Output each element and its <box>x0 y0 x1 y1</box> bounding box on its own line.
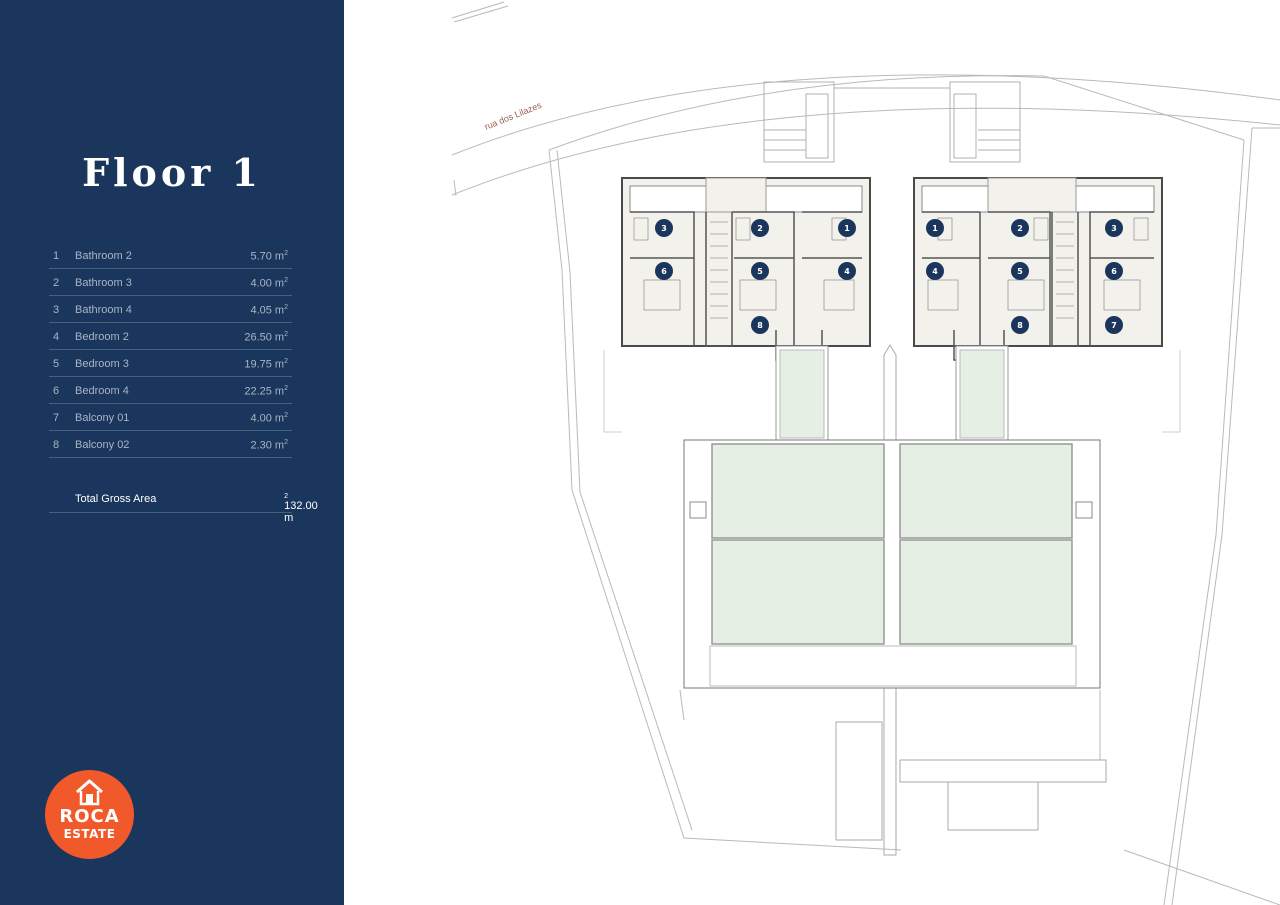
room-number: 5 <box>53 358 60 370</box>
room-name: Bathroom 2 <box>75 250 132 262</box>
room-marker: 5 <box>751 262 769 280</box>
room-marker: 3 <box>655 219 673 237</box>
svg-text:3: 3 <box>661 224 667 233</box>
room-number: 1 <box>53 250 60 262</box>
room-marker: 5 <box>1011 262 1029 280</box>
svg-text:4: 4 <box>844 267 850 276</box>
room-name: Balcony 01 <box>75 412 130 424</box>
floor-title: Floor 1 <box>82 150 262 195</box>
room-name: Bedroom 4 <box>75 385 129 397</box>
room-row: 8 Balcony 02 2.30 m2 <box>49 431 292 458</box>
total-label: Total Gross Area <box>75 493 157 505</box>
room-row: 3 Bathroom 4 4.05 m2 <box>49 296 292 323</box>
room-row: 6 Bedroom 4 22.25 m2 <box>49 377 292 404</box>
room-row: 1 Bathroom 2 5.70 m2 <box>49 242 292 269</box>
room-row: 5 Bedroom 3 19.75 m2 <box>49 350 292 377</box>
room-number: 7 <box>53 412 60 424</box>
room-marker: 7 <box>1105 316 1123 334</box>
room-row: 2 Bathroom 3 4.00 m2 <box>49 269 292 296</box>
room-area: 4.00 m2 <box>250 277 288 290</box>
markers-left: 3 2 1 6 5 4 8 <box>655 219 856 334</box>
svg-text:5: 5 <box>1017 267 1023 276</box>
floor-plan: rua dos Lilazes <box>344 0 1280 905</box>
svg-text:5: 5 <box>757 267 763 276</box>
room-number: 2 <box>53 277 60 289</box>
svg-text:7: 7 <box>1111 321 1117 330</box>
room-area: 19.75 m2 <box>244 358 288 371</box>
room-number: 6 <box>53 385 60 397</box>
logo-text-roca: ROCA <box>59 806 120 827</box>
room-number: 3 <box>53 304 60 316</box>
room-area: 4.00 m2 <box>250 412 288 425</box>
room-name: Balcony 02 <box>75 439 130 451</box>
room-marker: 4 <box>926 262 944 280</box>
room-marker: 8 <box>1011 316 1029 334</box>
svg-text:8: 8 <box>1017 321 1023 330</box>
room-name: Bathroom 4 <box>75 304 132 316</box>
room-marker: 3 <box>1105 219 1123 237</box>
street-label: rua dos Lilazes <box>483 100 543 132</box>
room-name: Bedroom 2 <box>75 331 129 343</box>
svg-text:3: 3 <box>1111 224 1117 233</box>
svg-text:6: 6 <box>661 267 667 276</box>
room-row: 7 Balcony 01 4.00 m2 <box>49 404 292 431</box>
room-marker: 4 <box>838 262 856 280</box>
gardens-and-pools <box>603 345 1181 841</box>
room-marker: 2 <box>751 219 769 237</box>
svg-text:6: 6 <box>1111 267 1117 276</box>
room-row: 4 Bedroom 2 26.50 m2 <box>49 323 292 350</box>
room-marker: 2 <box>1011 219 1029 237</box>
room-list: 1 Bathroom 2 5.70 m2 2 Bathroom 3 4.00 m… <box>49 242 292 458</box>
svg-text:1: 1 <box>844 224 850 233</box>
room-name: Bedroom 3 <box>75 358 129 370</box>
house-icon <box>76 779 103 806</box>
room-area: 4.05 m2 <box>250 304 288 317</box>
svg-text:1: 1 <box>932 224 938 233</box>
room-number: 4 <box>53 331 60 343</box>
logo-text-estate: ESTATE <box>63 827 116 841</box>
room-area: 5.70 m2 <box>250 250 288 263</box>
floor-plan-drawing: rua dos Lilazes <box>451 1 1280 905</box>
room-marker: 8 <box>751 316 769 334</box>
room-area: 26.50 m2 <box>244 331 288 344</box>
room-name: Bathroom 3 <box>75 277 132 289</box>
room-marker: 6 <box>1105 262 1123 280</box>
markers-right: 1 2 3 4 5 6 8 7 <box>926 219 1123 334</box>
site-outline <box>451 1 1280 905</box>
sidebar: Floor 1 1 Bathroom 2 5.70 m2 2 Bathroom … <box>0 0 344 905</box>
room-area: 22.25 m2 <box>244 385 288 398</box>
svg-text:4: 4 <box>932 267 938 276</box>
roca-estate-logo: ROCA ESTATE <box>45 770 134 859</box>
room-number: 8 <box>53 439 60 451</box>
room-marker: 6 <box>655 262 673 280</box>
unit-right <box>913 177 1163 361</box>
svg-text:2: 2 <box>757 224 763 233</box>
svg-text:2: 2 <box>1017 224 1023 233</box>
unit-left <box>621 177 871 361</box>
room-area: 2.30 m2 <box>250 439 288 452</box>
entrance-structures <box>763 81 1021 163</box>
room-marker: 1 <box>838 219 856 237</box>
room-marker: 1 <box>926 219 944 237</box>
svg-text:8: 8 <box>757 321 763 330</box>
